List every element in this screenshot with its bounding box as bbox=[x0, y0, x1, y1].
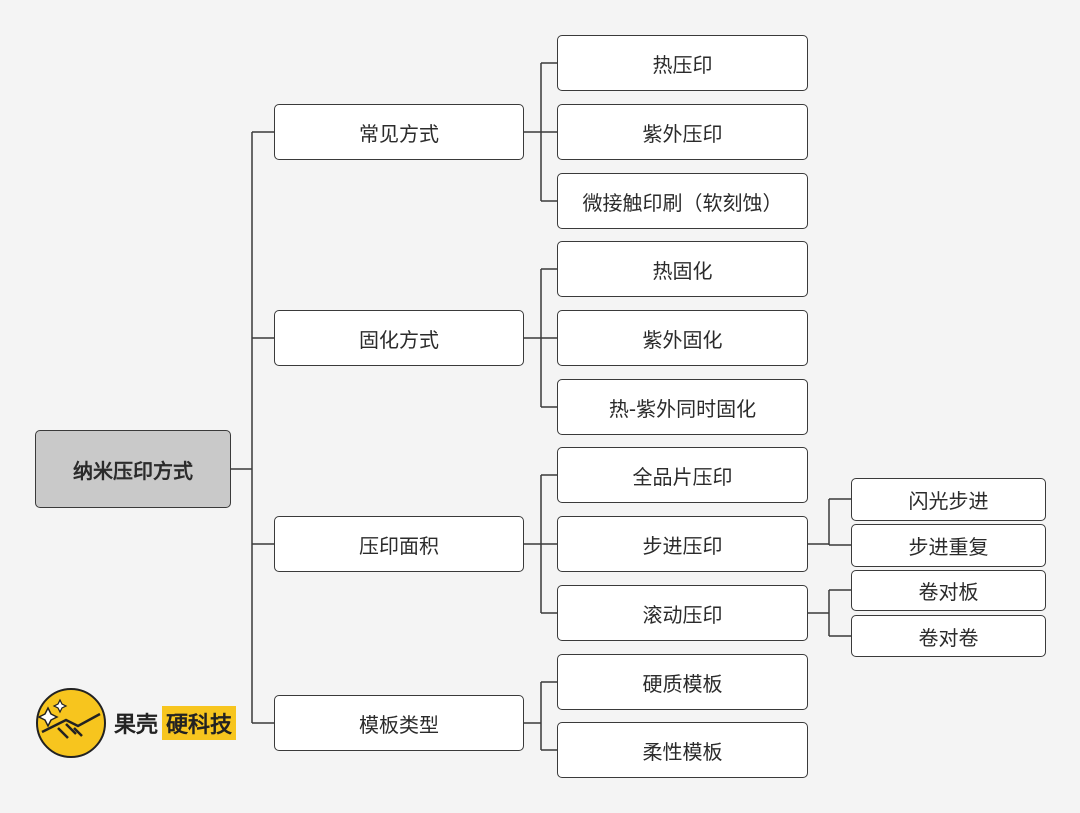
logo-brand-text: 果壳 bbox=[114, 713, 159, 738]
leaf-label: 滚动压印 bbox=[642, 602, 723, 627]
leaf-label: 热固化 bbox=[652, 258, 713, 283]
leaf-roll-to-plate: 卷对板 bbox=[851, 570, 1046, 611]
leaf-label: 闪光步进 bbox=[908, 489, 989, 513]
root-label: 纳米压印方式 bbox=[73, 458, 193, 483]
handshake-icon bbox=[38, 698, 101, 739]
leaf-label: 热压印 bbox=[652, 52, 713, 77]
leaf-roll-imprint: 滚动压印 bbox=[557, 585, 808, 641]
leaf-uv-curing: 紫外固化 bbox=[557, 310, 808, 366]
branch-label: 模板类型 bbox=[359, 712, 439, 737]
leaf-step-imprint: 步进压印 bbox=[557, 516, 808, 572]
leaf-label: 卷对板 bbox=[918, 580, 979, 604]
logo-tag-text: 硬科技 bbox=[162, 706, 237, 740]
leaf-label: 微接触印刷（软刻蚀） bbox=[582, 190, 783, 215]
leaf-thermal-imprint: 热压印 bbox=[557, 35, 808, 91]
leaf-hard-template: 硬质模板 bbox=[557, 654, 808, 710]
branch-common-methods: 常见方式 bbox=[274, 104, 524, 160]
branch-template-types: 模板类型 bbox=[274, 695, 524, 751]
leaf-uv-imprint: 紫外压印 bbox=[557, 104, 808, 160]
leaf-label: 热-紫外同时固化 bbox=[608, 396, 757, 421]
leaf-flexible-template: 柔性模板 bbox=[557, 722, 808, 778]
leaf-label: 柔性模板 bbox=[642, 739, 723, 764]
logo-wordmark: 果壳 硬科技 bbox=[114, 706, 237, 740]
leaf-label: 紫外压印 bbox=[642, 121, 723, 146]
leaf-label: 全品片压印 bbox=[632, 464, 733, 489]
leaf-label: 步进重复 bbox=[908, 535, 989, 559]
leaf-thermal-curing: 热固化 bbox=[557, 241, 808, 297]
branch-imprint-area: 压印面积 bbox=[274, 516, 524, 572]
root-node: 纳米压印方式 bbox=[35, 430, 231, 508]
leaf-full-wafer-imprint: 全品片压印 bbox=[557, 447, 808, 503]
leaf-label: 硬质模板 bbox=[642, 671, 723, 696]
branch-label: 压印面积 bbox=[359, 533, 439, 558]
leaf-thermal-uv-curing: 热-紫外同时固化 bbox=[557, 379, 808, 435]
leaf-step-repeat: 步进重复 bbox=[851, 524, 1046, 567]
guokr-logo: 果壳 硬科技 bbox=[36, 686, 237, 760]
leaf-label: 卷对卷 bbox=[918, 625, 979, 650]
leaf-label: 步进压印 bbox=[642, 533, 723, 558]
leaf-microcontact-printing: 微接触印刷（软刻蚀） bbox=[557, 173, 808, 229]
leaf-roll-to-roll: 卷对卷 bbox=[851, 615, 1046, 657]
leaf-flash-step: 闪光步进 bbox=[851, 478, 1046, 521]
branch-label: 固化方式 bbox=[359, 327, 439, 352]
branch-curing-methods: 固化方式 bbox=[274, 310, 524, 366]
leaf-label: 紫外固化 bbox=[642, 327, 723, 352]
branch-label: 常见方式 bbox=[359, 121, 439, 146]
logo-badge-icon bbox=[36, 688, 106, 758]
